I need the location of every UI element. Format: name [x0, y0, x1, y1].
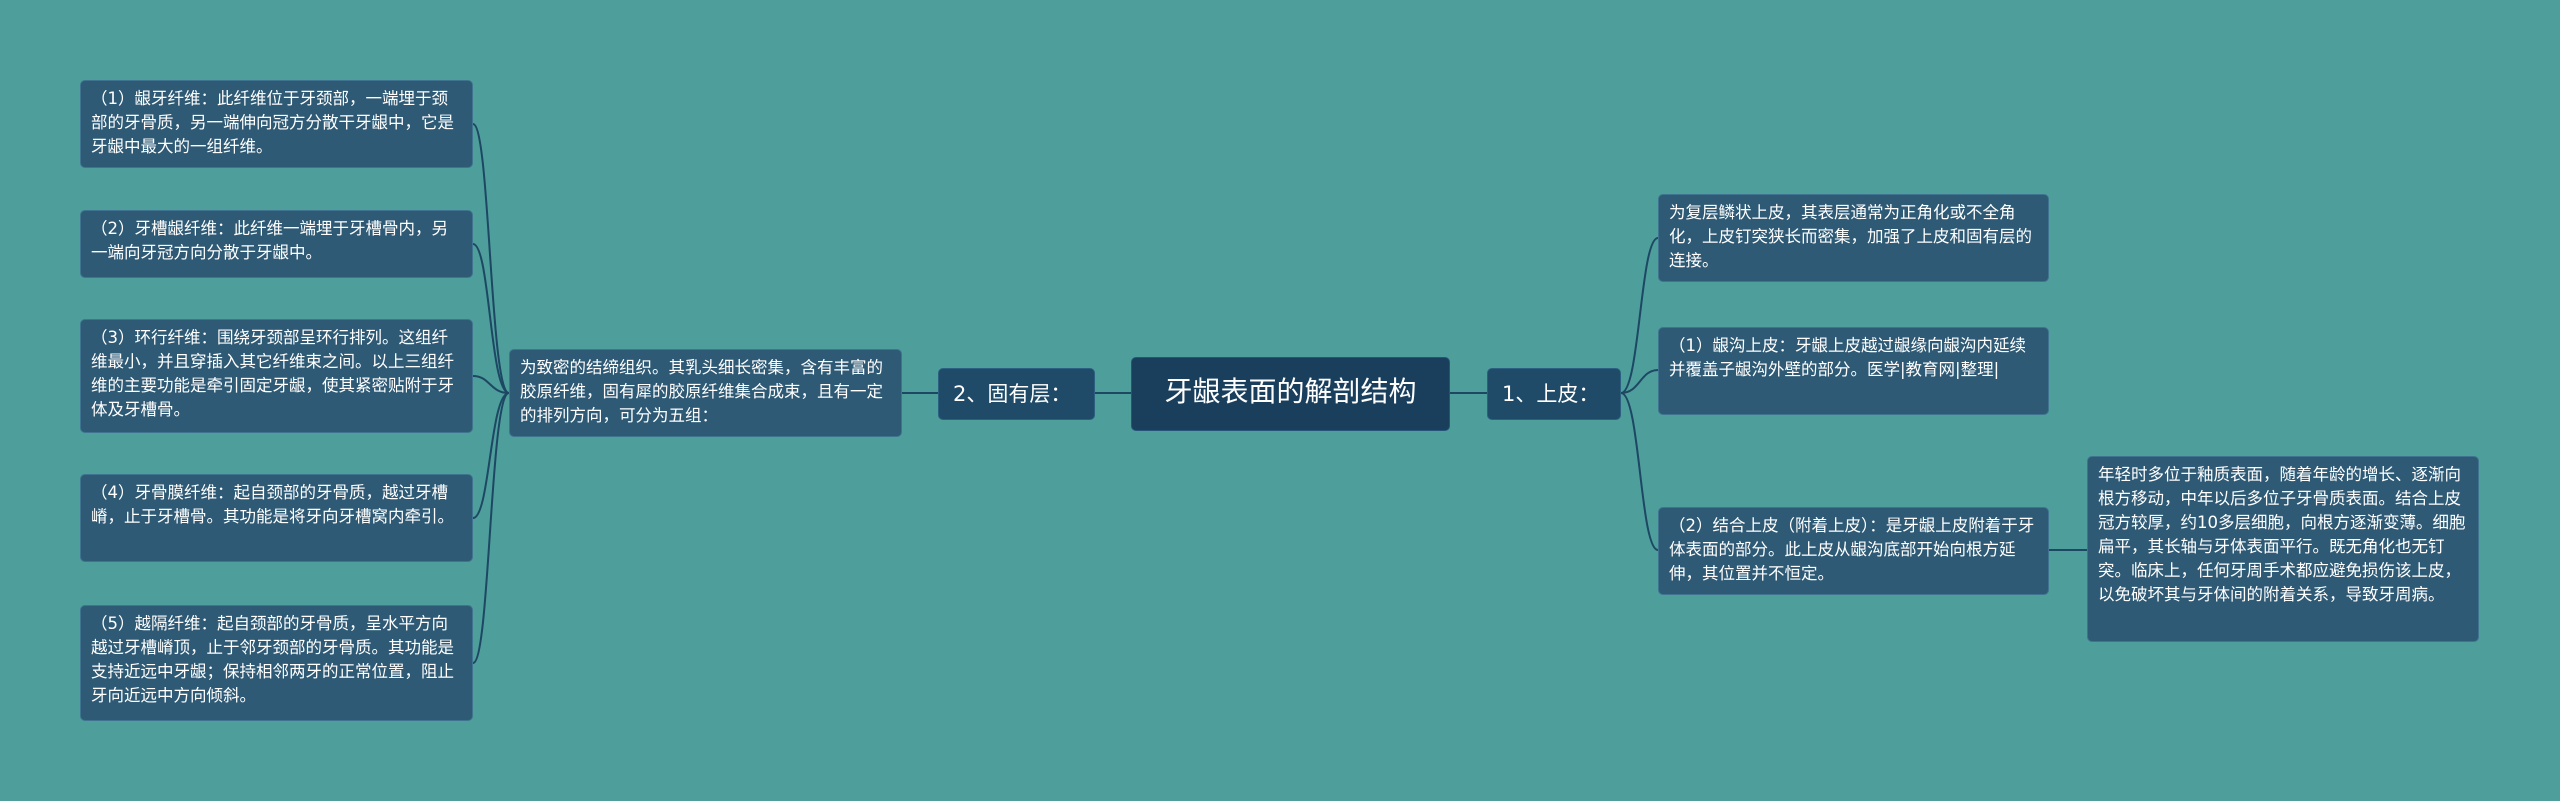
link-c1-e3 [472, 375, 510, 394]
note-text: 年轻时多位于釉质表面，随着年龄的增长、逐渐向根方移动，中年以后多位子牙骨质表面。… [2098, 465, 2466, 604]
link-b1-c2 [1620, 369, 1659, 394]
note-text: （5）越隔纤维：起自颈部的牙骨质，呈水平方向越过牙槽嵴顶，止于邻牙颈部的牙骨质。… [91, 614, 454, 705]
junctional-epithelium-note[interactable]: （2）结合上皮（附着上皮）：是牙龈上皮附着于牙体表面的部分。此上皮从龈沟底部开始… [1658, 507, 2049, 595]
sulcular-epithelium-note[interactable]: （1）龈沟上皮：牙龈上皮越过龈缘向龈沟内延续并覆盖子龈沟外壁的部分。医学|教育网… [1658, 327, 2049, 415]
root-topic-label: 牙龈表面的解剖结构 [1164, 375, 1417, 408]
alveologingival-fibers-note[interactable]: （2）牙槽龈纤维：此纤维一端埋于牙槽骨内，另一端向牙冠方向分散于牙龈中。 [80, 210, 473, 278]
link-c1-e5 [472, 392, 510, 664]
note-text: 为复层鳞状上皮，其表层通常为正角化或不全角化，上皮钉突狭长而密集，加强了上皮和固… [1669, 203, 2032, 270]
root-topic[interactable]: 牙龈表面的解剖结构 [1131, 357, 1450, 431]
branch-epithelium-label: 1、上皮： [1502, 382, 1600, 406]
note-text: （3）环行纤维：围绕牙颈部呈环行排列。这组纤维最小，并且穿插入其它纤维束之间。以… [91, 328, 454, 419]
lamina-propria-overview-note[interactable]: 为致密的结缔组织。其乳头细长密集，含有丰富的胶原纤维，固有犀的胶原纤维集合成束，… [509, 349, 902, 437]
branch-epithelium[interactable]: 1、上皮： [1487, 368, 1621, 420]
note-text: （1）龈牙纤维：此纤维位于牙颈部，一端埋于颈部的牙骨质，另一端伸向冠方分散干牙龈… [91, 89, 454, 156]
note-text: （1）龈沟上皮：牙龈上皮越过龈缘向龈沟内延续并覆盖子龈沟外壁的部分。医学|教育网… [1669, 336, 2026, 379]
note-text: （2）结合上皮（附着上皮）：是牙龈上皮附着于牙体表面的部分。此上皮从龈沟底部开始… [1669, 516, 2035, 583]
note-text: （2）牙槽龈纤维：此纤维一端埋于牙槽骨内，另一端向牙冠方向分散于牙龈中。 [91, 219, 448, 262]
note-text: （4）牙骨膜纤维：起自颈部的牙骨质，越过牙槽嵴，止于牙槽骨。其功能是将牙向牙槽窝… [91, 483, 454, 526]
link-b1-c3 [1620, 392, 1659, 551]
link-b1-c1 [1620, 237, 1659, 394]
branch-lamina-propria[interactable]: 2、固有层： [938, 368, 1095, 420]
dentogingival-fibers-note[interactable]: （1）龈牙纤维：此纤维位于牙颈部，一端埋于颈部的牙骨质，另一端伸向冠方分散干牙龈… [80, 80, 473, 168]
circular-fibers-note[interactable]: （3）环行纤维：围绕牙颈部呈环行排列。这组纤维最小，并且穿插入其它纤维束之间。以… [80, 319, 473, 433]
link-c1-e2 [472, 243, 510, 394]
transseptal-fibers-note[interactable]: （5）越隔纤维：起自颈部的牙骨质，呈水平方向越过牙槽嵴顶，止于邻牙颈部的牙骨质。… [80, 605, 473, 721]
link-c1-e1 [472, 123, 510, 394]
branch-lamina-propria-label: 2、固有层： [953, 382, 1072, 406]
note-text: 为致密的结缔组织。其乳头细长密集，含有丰富的胶原纤维，固有犀的胶原纤维集合成束，… [520, 358, 883, 425]
dentoperiosteal-fibers-note[interactable]: （4）牙骨膜纤维：起自颈部的牙骨质，越过牙槽嵴，止于牙槽骨。其功能是将牙向牙槽窝… [80, 474, 473, 562]
junctional-epithelium-detail-note[interactable]: 年轻时多位于釉质表面，随着年龄的增长、逐渐向根方移动，中年以后多位子牙骨质表面。… [2087, 456, 2479, 642]
link-c1-e4 [472, 392, 510, 519]
epithelium-overview-note[interactable]: 为复层鳞状上皮，其表层通常为正角化或不全角化，上皮钉突狭长而密集，加强了上皮和固… [1658, 194, 2049, 282]
